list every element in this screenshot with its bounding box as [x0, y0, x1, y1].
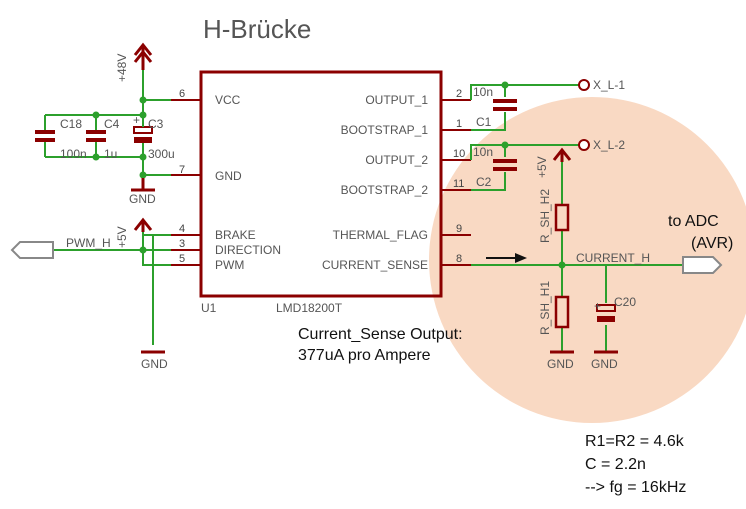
- pin-num-7: 7: [179, 164, 185, 176]
- connector-xl1[interactable]: [578, 79, 590, 91]
- pin-label-output-1: OUTPUT_1: [365, 93, 428, 107]
- c1-name: C1: [476, 115, 492, 129]
- current-arrow-icon: [486, 253, 527, 263]
- pin-stubs: [171, 99, 471, 266]
- pwm-connector[interactable]: [10, 241, 54, 259]
- cs-output-line2: 377uA pro Ampere: [298, 347, 431, 364]
- supply-48v-label: +48V: [115, 54, 129, 82]
- pin-num-10: 10: [453, 148, 465, 160]
- page-title: H-Brücke: [203, 14, 311, 44]
- connector-xl2-label: X_L-2: [593, 138, 625, 152]
- supply-5v-arrow-shunt: [552, 147, 572, 162]
- to-adc-label: to ADC: [668, 213, 719, 230]
- gnd-label-3: GND: [547, 357, 574, 371]
- pin-num-11: 11: [453, 178, 464, 190]
- formula-line3: --> fg = 16kHz: [585, 479, 686, 496]
- highlight-circle: [429, 97, 746, 423]
- gnd-label-2: GND: [141, 357, 168, 371]
- pin-num-9: 9: [456, 223, 462, 235]
- formula-line2: C = 2.2n: [585, 456, 646, 473]
- pin-num-6: 6: [179, 88, 185, 100]
- pin-num-8: 8: [456, 253, 462, 265]
- c18-value: 100n: [60, 147, 87, 161]
- pin-label-bootstrap-2: BOOTSTRAP_2: [341, 183, 429, 197]
- pin-label-vcc: VCC: [215, 93, 241, 107]
- adc-connector[interactable]: [682, 256, 723, 274]
- chip-body[interactable]: [199, 70, 443, 298]
- resistor-r-sh-h1-label: R_SH_H1: [538, 281, 552, 335]
- c20-name: C20: [614, 295, 636, 309]
- gnd-label-1: GND: [129, 192, 156, 206]
- supply-5v-label-pwm: +5V: [115, 226, 129, 248]
- resistor-r-sh-h2-label: R_SH_H2: [538, 189, 552, 243]
- capacitor-c20[interactable]: [596, 304, 616, 322]
- formula-line1: R1=R2 = 4.6k: [585, 433, 685, 450]
- pin-label-brake: BRAKE: [215, 228, 256, 242]
- pin-label-direction: DIRECTION: [215, 243, 281, 257]
- resistor-r-sh-h2[interactable]: [554, 203, 570, 232]
- resistor-r-sh-h1[interactable]: [554, 295, 570, 329]
- pwm-net-label: PWM_H: [66, 236, 111, 250]
- c2-name: C2: [476, 175, 492, 189]
- pin-label-current-sense: CURRENT_SENSE: [322, 258, 428, 272]
- supply-5v-arrow-pwm: [133, 217, 153, 232]
- pin-num-1: 1: [456, 118, 462, 130]
- avr-label: (AVR): [691, 235, 733, 252]
- c18-name: C18: [60, 117, 82, 131]
- pin-num-3: 3: [179, 238, 185, 250]
- c4-value: 1u: [104, 147, 117, 161]
- pin-label-thermal-flag: THERMAL_FLAG: [333, 228, 428, 242]
- supply-48v-symbol: [133, 42, 153, 70]
- gnd-label-4: GND: [591, 357, 618, 371]
- c20-polarity: +: [594, 299, 601, 313]
- capacitor-c4[interactable]: [86, 130, 106, 142]
- gnd-symbol-1: [131, 178, 155, 192]
- c3-value: 300u: [148, 147, 175, 161]
- chip-part: LMD18200T: [276, 301, 343, 315]
- c4-name: C4: [104, 117, 120, 131]
- pin-label-pwm: PWM: [215, 258, 244, 272]
- pin-num-4: 4: [179, 223, 185, 235]
- capacitor-c3[interactable]: [133, 115, 153, 157]
- capacitor-c18[interactable]: [35, 130, 55, 142]
- pin-num-5: 5: [179, 253, 185, 265]
- chip-name: U1: [201, 301, 217, 315]
- connector-xl1-label: X_L-1: [593, 78, 625, 92]
- connector-xl2[interactable]: [578, 139, 590, 151]
- c3-polarity: +: [133, 113, 140, 127]
- pin-label-gnd: GND: [215, 169, 242, 183]
- c1-value: 10n: [473, 85, 493, 99]
- supply-5v-label-shunt: +5V: [535, 156, 549, 178]
- capacitor-c1[interactable]: [493, 99, 517, 111]
- c2-value: 10n: [473, 145, 493, 159]
- capacitor-c2[interactable]: [493, 159, 517, 171]
- cs-output-line1: Current_Sense Output:: [298, 326, 463, 343]
- current-net-label: CURRENT_H: [576, 251, 650, 265]
- junction-dots: [92, 81, 566, 269]
- pin-label-output-2: OUTPUT_2: [365, 153, 428, 167]
- pin-num-2: 2: [456, 88, 462, 100]
- c3-name: C3: [148, 117, 164, 131]
- pin-label-bootstrap-1: BOOTSTRAP_1: [341, 123, 429, 137]
